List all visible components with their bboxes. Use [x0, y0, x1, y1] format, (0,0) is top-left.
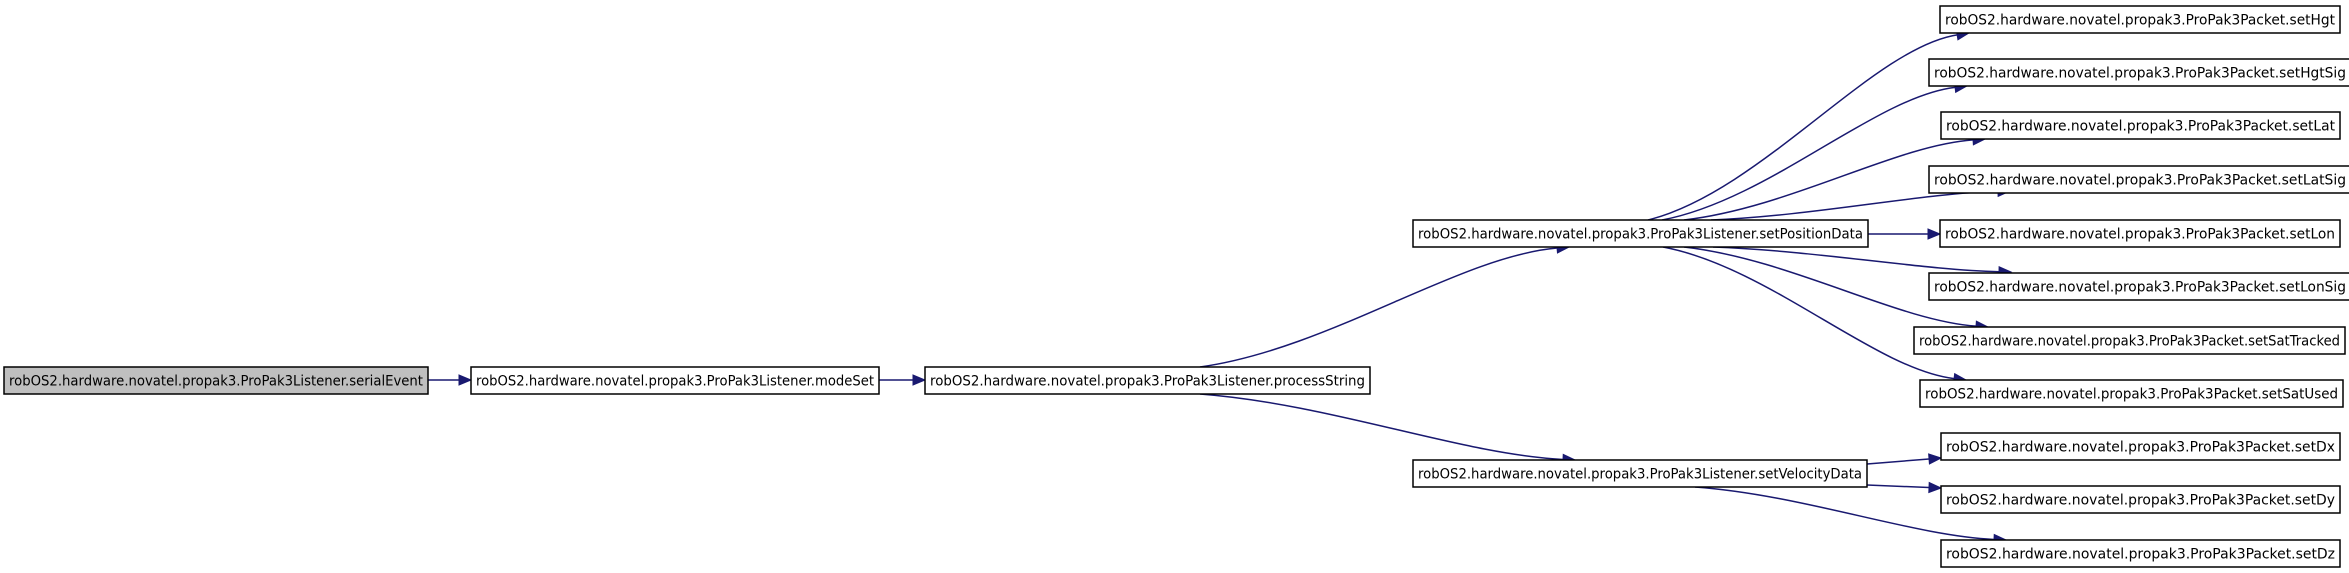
node-setDx[interactable]: robOS2.hardware.novatel.propak3.ProPak3P… — [1940, 432, 2341, 461]
edge-setVelocityData-to-setDx — [1866, 458, 1930, 465]
node-setDy[interactable]: robOS2.hardware.novatel.propak3.ProPak3P… — [1940, 485, 2341, 514]
node-box — [1940, 485, 2341, 514]
node-label: robOS2.hardware.novatel.propak3.ProPak3P… — [1934, 280, 2346, 296]
node-layer: robOS2.hardware.novatel.propak3.ProPak3L… — [3, 5, 2349, 568]
node-setHgt[interactable]: robOS2.hardware.novatel.propak3.ProPak3P… — [1939, 5, 2341, 34]
arrowhead-setDy — [1928, 481, 1943, 494]
node-box — [3, 366, 429, 395]
node-box — [1412, 459, 1868, 488]
node-label: robOS2.hardware.novatel.propak3.ProPak3L… — [9, 374, 423, 390]
node-serialEvent[interactable]: robOS2.hardware.novatel.propak3.ProPak3L… — [3, 366, 429, 395]
edge-processString-to-setPositionData — [1199, 247, 1558, 368]
edge-setPositionData-to-setHgt — [1647, 34, 1958, 221]
node-setHgtSig[interactable]: robOS2.hardware.novatel.propak3.ProPak3P… — [1928, 58, 2349, 87]
node-label: robOS2.hardware.novatel.propak3.ProPak3P… — [1946, 440, 2335, 456]
node-label: robOS2.hardware.novatel.propak3.ProPak3P… — [1946, 119, 2335, 135]
node-label: robOS2.hardware.novatel.propak3.ProPak3P… — [1946, 547, 2335, 563]
arrowhead-setLon — [1927, 228, 1942, 240]
node-label: robOS2.hardware.novatel.propak3.ProPak3P… — [1925, 387, 2338, 403]
node-label: robOS2.hardware.novatel.propak3.ProPak3P… — [1945, 13, 2335, 29]
node-setLon[interactable]: robOS2.hardware.novatel.propak3.ProPak3P… — [1939, 219, 2341, 248]
node-label: robOS2.hardware.novatel.propak3.ProPak3P… — [1946, 493, 2335, 509]
node-setDz[interactable]: robOS2.hardware.novatel.propak3.ProPak3P… — [1940, 539, 2341, 568]
node-label: robOS2.hardware.novatel.propak3.ProPak3L… — [930, 374, 1365, 390]
node-modeSet[interactable]: robOS2.hardware.novatel.propak3.ProPak3L… — [470, 366, 880, 395]
edge-setVelocityData-to-setDy — [1866, 484, 1930, 489]
node-box — [470, 366, 880, 395]
node-processString[interactable]: robOS2.hardware.novatel.propak3.ProPak3L… — [924, 366, 1371, 395]
node-label: robOS2.hardware.novatel.propak3.ProPak3L… — [1418, 227, 1863, 243]
edge-setPositionData-to-setSatUsed — [1662, 246, 1955, 380]
node-setSatUsed[interactable]: robOS2.hardware.novatel.propak3.ProPak3P… — [1919, 379, 2344, 408]
node-label: robOS2.hardware.novatel.propak3.ProPak3L… — [476, 374, 874, 390]
edge-setPositionData-to-setLonSig — [1712, 246, 2000, 273]
node-box — [1928, 272, 2349, 301]
arrowhead-modeSet — [458, 374, 473, 386]
edge-setVelocityData-to-setDz — [1694, 486, 1995, 541]
node-box — [1940, 432, 2341, 461]
edge-processString-to-setVelocityData — [1199, 393, 1564, 461]
node-box — [1919, 379, 2344, 408]
node-label: robOS2.hardware.novatel.propak3.ProPak3P… — [1934, 173, 2346, 189]
node-box — [1928, 165, 2349, 194]
node-label: robOS2.hardware.novatel.propak3.ProPak3P… — [1919, 334, 2340, 350]
arrowhead-processString — [912, 374, 927, 386]
edge-setPositionData-to-setSatTracked — [1683, 246, 1977, 327]
node-setVelocityData[interactable]: robOS2.hardware.novatel.propak3.ProPak3L… — [1412, 459, 1868, 488]
edge-setPositionData-to-setHgtSig — [1661, 86, 1956, 221]
node-box — [1939, 5, 2341, 34]
node-box — [1940, 539, 2341, 568]
node-label: robOS2.hardware.novatel.propak3.ProPak3L… — [1418, 467, 1862, 483]
node-setLonSig[interactable]: robOS2.hardware.novatel.propak3.ProPak3P… — [1928, 272, 2349, 301]
node-box — [1940, 111, 2341, 140]
node-box — [1412, 219, 1869, 248]
node-box — [1928, 58, 2349, 87]
node-box — [924, 366, 1371, 395]
node-setLat[interactable]: robOS2.hardware.novatel.propak3.ProPak3P… — [1940, 111, 2341, 140]
node-setPositionData[interactable]: robOS2.hardware.novatel.propak3.ProPak3L… — [1412, 219, 1869, 248]
node-box — [1913, 326, 2346, 355]
node-box — [1939, 219, 2341, 248]
node-setLatSig[interactable]: robOS2.hardware.novatel.propak3.ProPak3P… — [1928, 165, 2349, 194]
arrowhead-setDx — [1928, 453, 1943, 465]
node-label: robOS2.hardware.novatel.propak3.ProPak3P… — [1945, 227, 2335, 243]
node-setSatTracked[interactable]: robOS2.hardware.novatel.propak3.ProPak3P… — [1913, 326, 2346, 355]
edge-setPositionData-to-setLat — [1683, 139, 1974, 221]
node-label: robOS2.hardware.novatel.propak3.ProPak3P… — [1934, 66, 2346, 82]
